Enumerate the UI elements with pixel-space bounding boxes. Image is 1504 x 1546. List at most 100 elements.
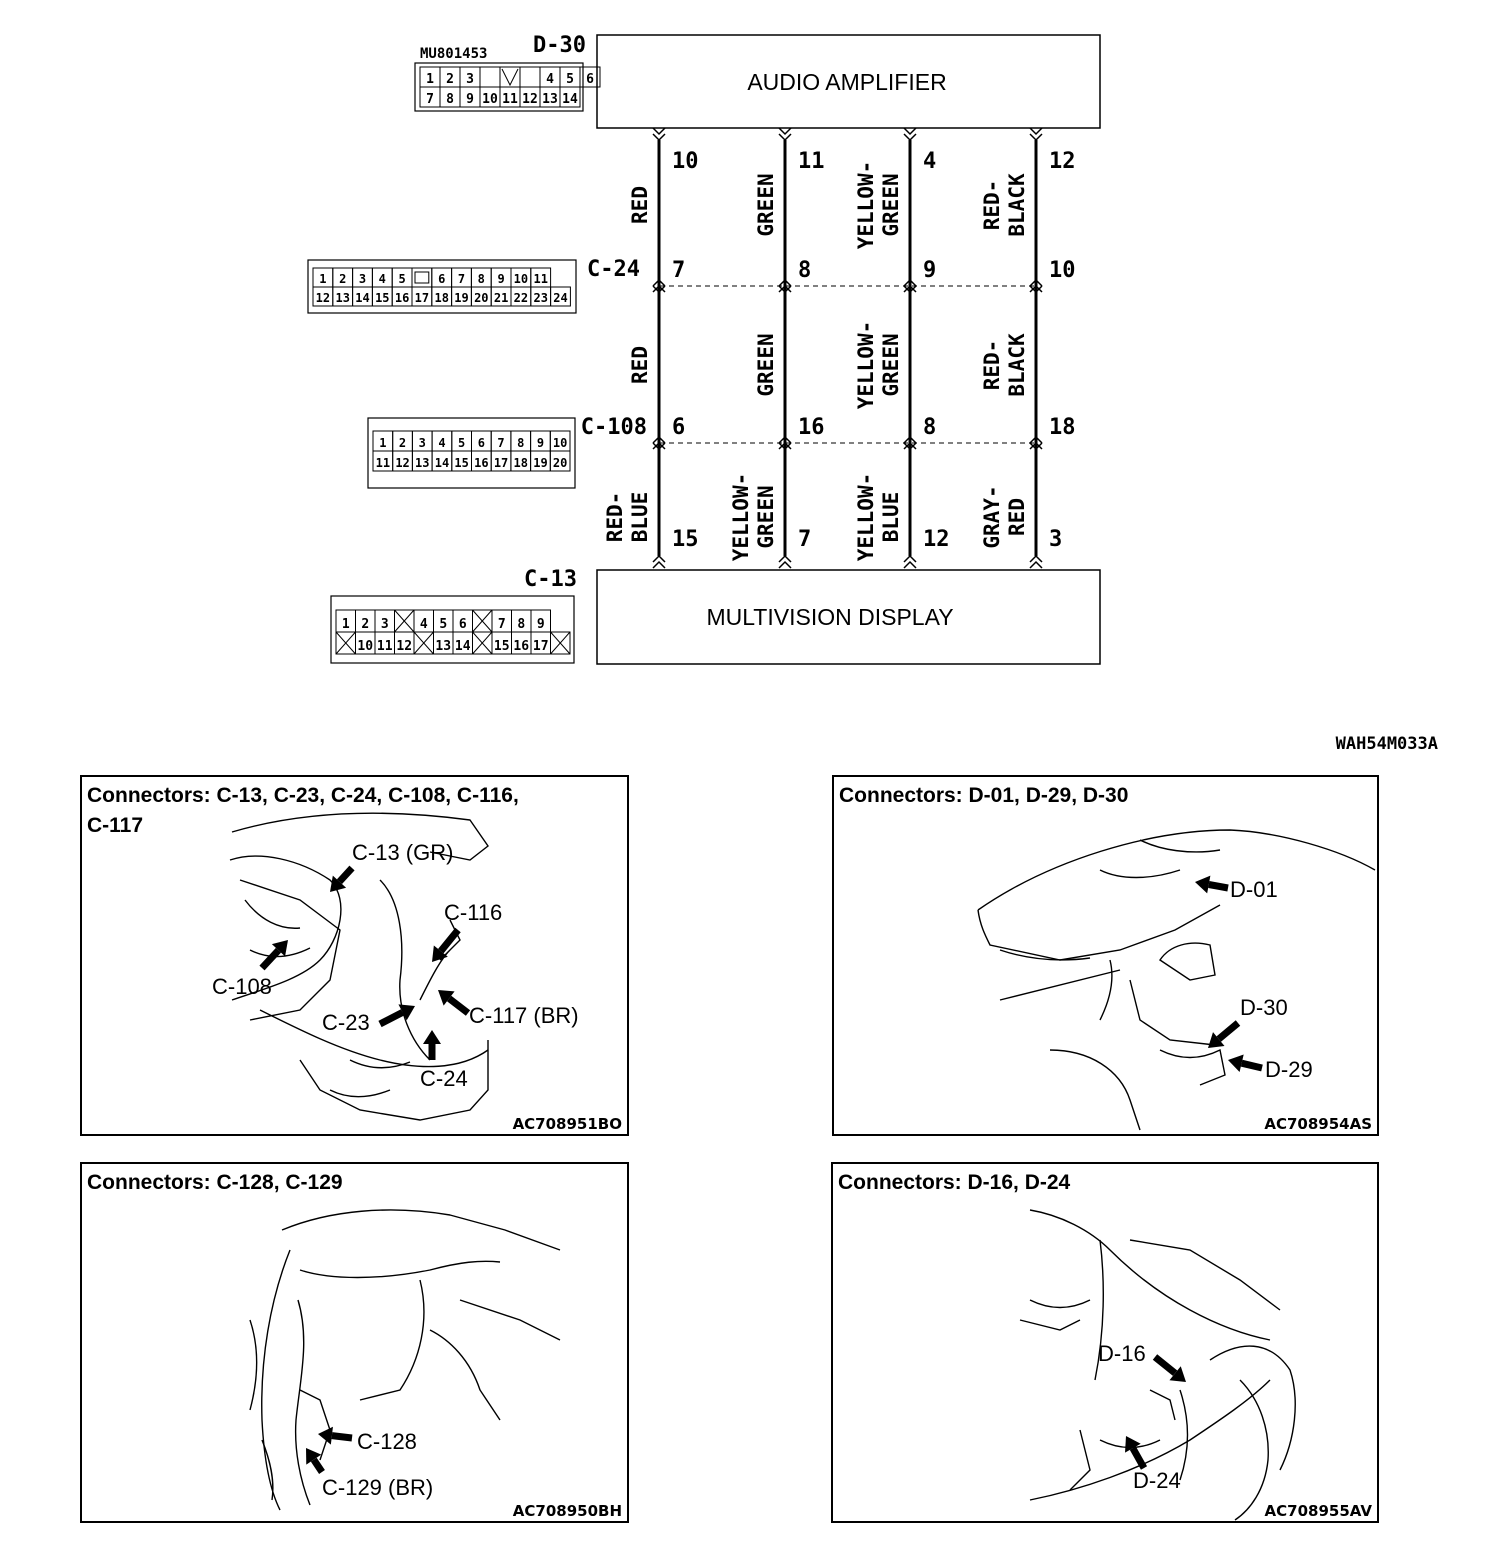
- connector-pin-number: 12: [396, 639, 412, 654]
- wire-terminal-mark: [778, 554, 792, 563]
- pin-number: 3: [1049, 527, 1062, 552]
- connector-pin-number: 8: [478, 272, 485, 286]
- wire-color-label: RED-: [980, 340, 1004, 391]
- wire-terminal-mark: [903, 442, 917, 451]
- connector-label-d30: D-30: [533, 33, 586, 58]
- pin-number: 10: [1049, 258, 1076, 283]
- wire-color-label: YELLOW-: [729, 473, 753, 562]
- pin-number: 16: [798, 415, 825, 440]
- wire-terminal-mark: [652, 560, 666, 569]
- connector-pin-number: 21: [494, 291, 508, 305]
- connector-pin-number: 9: [466, 92, 474, 107]
- connector-pin-number: 14: [355, 291, 369, 305]
- part-number-label: MU801453: [420, 46, 487, 62]
- top-pin-numbers: 10 11 4 12: [672, 149, 1076, 174]
- connector-pin-number: 18: [514, 456, 528, 470]
- wire-terminal-mark: [778, 442, 792, 451]
- wire-terminal-mark: [1029, 285, 1043, 294]
- wire-color-label: GREEN: [879, 333, 903, 396]
- connector-pin-number: 17: [533, 639, 549, 654]
- connector-pin-number: 6: [586, 72, 594, 87]
- connector-pin-number: 16: [474, 456, 488, 470]
- panel-code: AC708954AS: [1264, 1115, 1372, 1133]
- connector-pin-number: 10: [482, 92, 498, 107]
- pin-number: 11: [798, 149, 825, 174]
- connector-location-label: D-30: [1240, 995, 1288, 1020]
- harness-location-sketch: [229, 812, 489, 1121]
- connector-pin-number: 2: [446, 72, 454, 87]
- connector-pin-number: 19: [533, 456, 547, 470]
- connector-pin-number: 1: [319, 272, 326, 286]
- wire-terminal-mark: [778, 127, 792, 136]
- connector-pin-number: 5: [458, 436, 465, 450]
- connector-location-label: D-01: [1230, 877, 1278, 902]
- wire-terminal-mark: [903, 284, 917, 293]
- connector-pin-number: 12: [395, 456, 409, 470]
- connector-pin-number: 18: [434, 291, 448, 305]
- wire-terminal-mark: [903, 127, 917, 136]
- connector-location-label: C-23: [322, 1010, 370, 1035]
- connector-pin-number: 15: [454, 456, 468, 470]
- connector-pin-number: 3: [419, 436, 426, 450]
- connector-location-label: C-116: [444, 900, 502, 925]
- connector-pin-number: 5: [439, 617, 447, 632]
- c108-pin-numbers: 6 16 8 18: [672, 415, 1076, 440]
- wire-terminal-mark: [903, 285, 917, 294]
- c24-pin-numbers: 7 8 9 10: [672, 258, 1076, 283]
- connector-pin-number: 8: [517, 436, 524, 450]
- pointer-arrow: [423, 1030, 441, 1060]
- connector-pin-number: 8: [446, 92, 454, 107]
- connector-pin-number: 16: [513, 639, 529, 654]
- panel-title: Connectors: D-01, D-29, D-30: [839, 784, 1128, 807]
- wire-terminal-mark: [1029, 554, 1043, 563]
- connector-pin-number: 12: [522, 92, 538, 107]
- pointer-arrow: [1125, 1436, 1148, 1470]
- pin-number: 4: [923, 149, 936, 174]
- connector-pin-number: 7: [497, 436, 504, 450]
- connector-pin-number: 1: [342, 617, 350, 632]
- wire-terminal-mark: [1029, 442, 1043, 451]
- audio-amplifier-label: AUDIO AMPLIFIER: [747, 69, 946, 95]
- bottom-pin-numbers: 15 7 12 3: [672, 527, 1062, 552]
- wire-terminal-mark: [652, 127, 666, 136]
- wire-terminal-mark: [903, 560, 917, 569]
- wire-color-label: GRAY-: [980, 485, 1004, 548]
- connector-pin-number: 14: [435, 456, 449, 470]
- wire-color-label: GREEN: [754, 173, 778, 236]
- wire-terminal-mark: [652, 435, 666, 444]
- connector-pin-number: 3: [466, 72, 474, 87]
- pin-number: 12: [923, 527, 950, 552]
- connector-pin-number: 4: [420, 617, 428, 632]
- pointer-arrow: [1228, 1054, 1263, 1072]
- wire-color-label: RED-: [603, 492, 627, 543]
- wire-color-label: GREEN: [754, 485, 778, 548]
- pin-number: 6: [672, 415, 685, 440]
- connector-pin-number: 4: [546, 72, 554, 87]
- wire-terminal-mark: [903, 133, 917, 142]
- connector-pin-number: 7: [498, 617, 506, 632]
- panel-title: Connectors: C-13, C-23, C-24, C-108, C-1…: [87, 784, 519, 807]
- panel-title: Connectors: D-16, D-24: [838, 1171, 1071, 1194]
- wire-terminal-mark: [778, 284, 792, 293]
- pin-number: 7: [672, 258, 685, 283]
- wire-terminal-mark: [652, 554, 666, 563]
- connector-pin-number: 16: [395, 291, 409, 305]
- panel-code: AC708950BH: [513, 1502, 622, 1520]
- pointer-arrow: [1195, 875, 1229, 894]
- connector-pin-number: 6: [478, 436, 485, 450]
- wire-terminal-mark: [903, 278, 917, 287]
- connector-pin-number: 14: [455, 639, 471, 654]
- pin-number: 12: [1049, 149, 1076, 174]
- panel-code: AC708951BO: [513, 1115, 622, 1133]
- connector-pin-number: 6: [438, 272, 445, 286]
- wire-terminal-mark: [1029, 560, 1043, 569]
- connector-pin-number: 22: [514, 291, 528, 305]
- pin-number: 8: [798, 258, 811, 283]
- connector-pin-number: 19: [454, 291, 468, 305]
- connector-pin-number: 17: [415, 291, 429, 305]
- harness-location-sketch: [1019, 1209, 1296, 1521]
